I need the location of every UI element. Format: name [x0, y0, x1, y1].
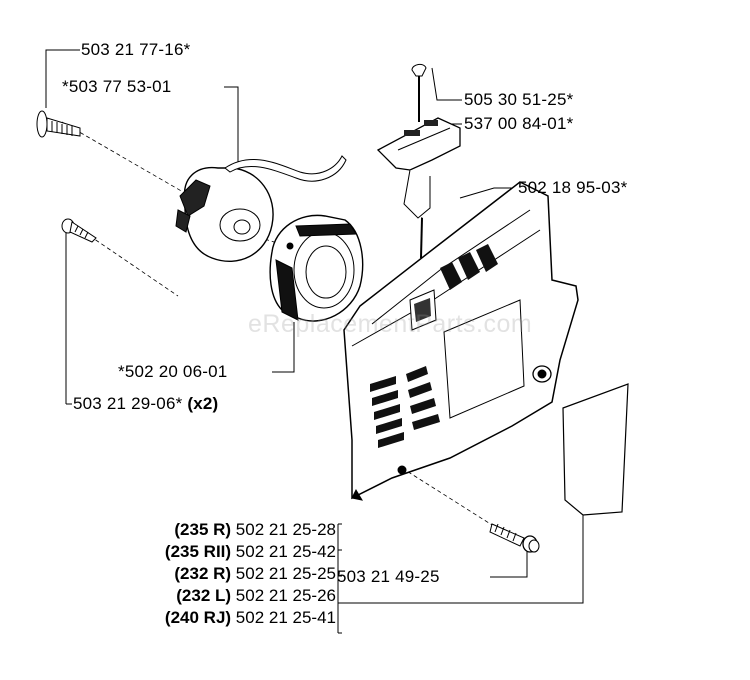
model-name: (235 R) [174, 520, 232, 539]
model-part-row: (240 RJ) 502 21 25-41 [165, 607, 336, 629]
model-name: (240 RJ) [164, 608, 232, 627]
model-part-number: 502 21 25-42 [235, 542, 336, 561]
label-pulley: *503 77 53-01 [62, 77, 172, 96]
label-cover: 502 18 95-03* [518, 178, 628, 197]
leader-handle-bolt [45, 49, 72, 108]
label-screw-number: 503 21 29-06* [73, 394, 183, 413]
model-part-row: (235 R) 502 21 25-28 [165, 519, 336, 541]
starter-handle-part [376, 63, 461, 259]
cassette-screw-part [61, 218, 97, 243]
leader-spring-cassette [272, 322, 295, 373]
label-screw: 503 21 29-06* (x2) [73, 394, 218, 414]
model-name: (235 RII) [164, 542, 232, 561]
model-part-row: (232 R) 502 21 25-25 [165, 563, 336, 585]
leader-cover [459, 187, 516, 199]
decal-part [562, 383, 629, 516]
model-part-number: 502 21 25-41 [235, 608, 336, 627]
model-part-number: 502 21 25-28 [235, 520, 336, 539]
starter-cover-part [343, 181, 579, 501]
model-part-row: (232 L) 502 21 25-26 [165, 585, 336, 607]
label-rope: 505 30 51-25* [464, 90, 574, 109]
cover-bolt-part [489, 523, 540, 553]
label-handle-bolt: 503 21 77-16* [81, 40, 191, 59]
leader-pulley [224, 86, 239, 168]
pulley-part [175, 155, 347, 262]
model-name: (232 R) [174, 564, 232, 583]
leader-model-bracket [338, 515, 584, 604]
watermark: eReplacementParts.com [248, 310, 533, 338]
cover-vents-upper [440, 244, 498, 290]
model-part-row: (235 RII) 502 21 25-42 [165, 541, 336, 563]
cover-vents-lower [370, 366, 440, 448]
label-handle: 537 00 84-01* [464, 114, 574, 133]
leader-cover-bolt [490, 548, 528, 578]
model-part-number: 502 21 25-25 [235, 564, 336, 583]
spring-cassette-part [269, 214, 364, 322]
model-name: (232 L) [176, 586, 232, 605]
leader-rope [431, 67, 462, 101]
label-spring-cassette: *502 20 06-01 [118, 362, 228, 381]
label-cover-bolt: 503 21 49-25 [337, 567, 440, 586]
label-screw-quantity: (x2) [187, 394, 219, 413]
model-parts-list: (235 R) 502 21 25-28 (235 RII) 502 21 25… [165, 519, 336, 629]
handle-bolt-part [36, 110, 81, 138]
model-part-number: 502 21 25-26 [235, 586, 336, 605]
